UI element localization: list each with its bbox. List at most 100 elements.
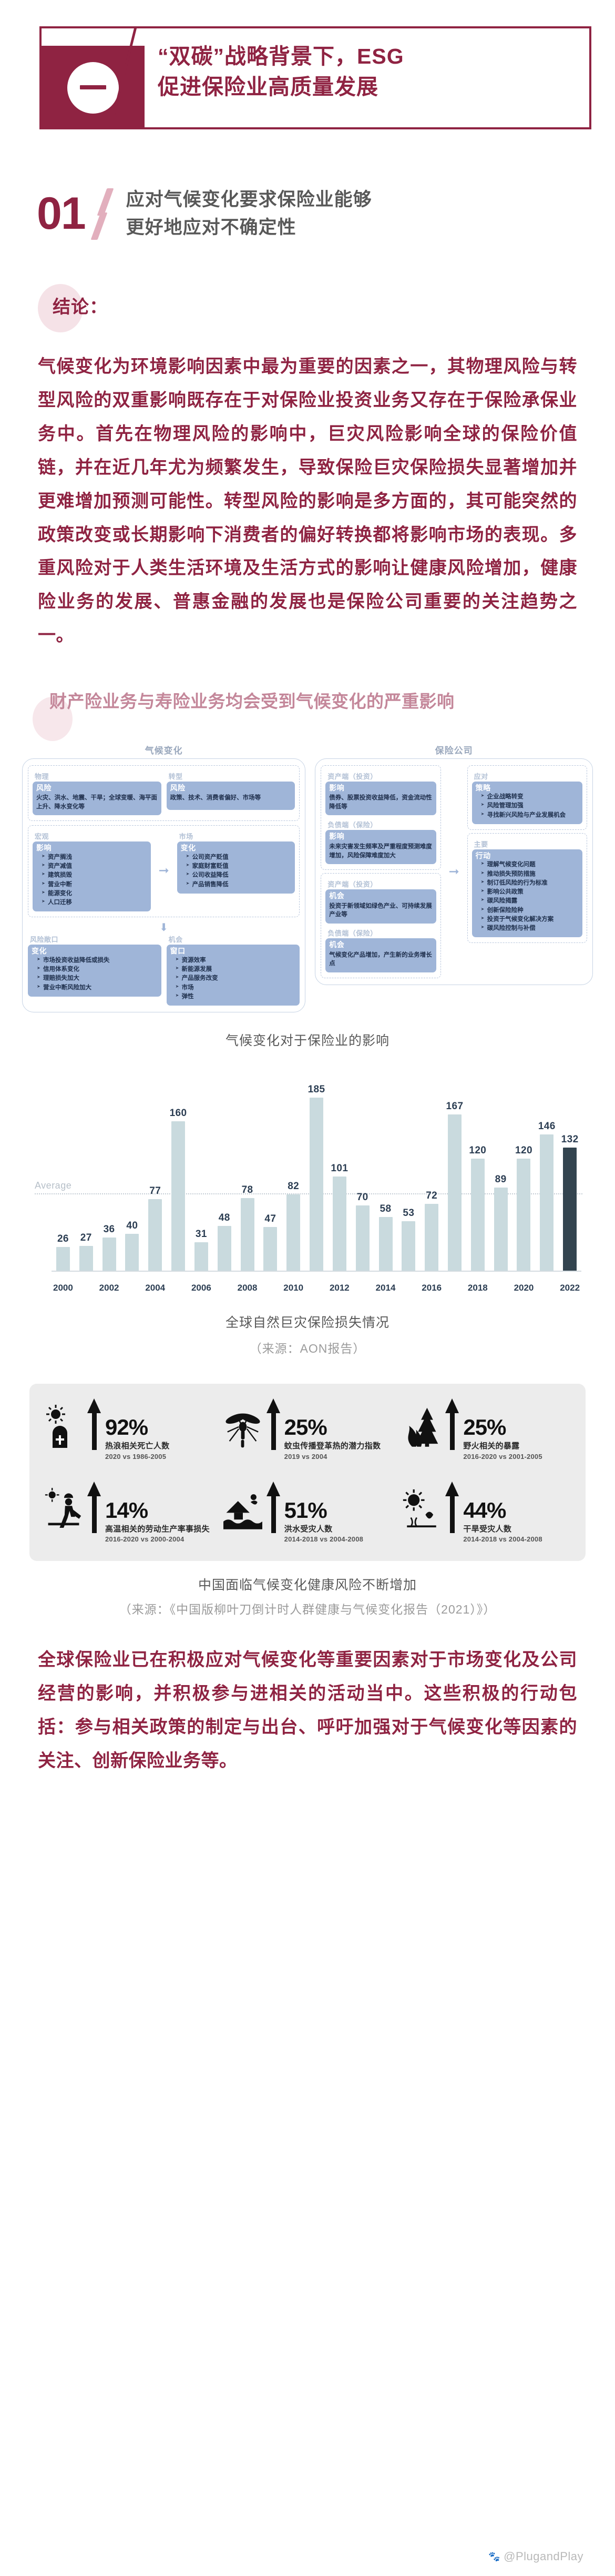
list-item: 弹性 — [176, 992, 296, 1001]
cell-box: 影响 资产搁浅 资产减值 建筑损毁 营业中断 能源变化 人口迁移 — [33, 841, 151, 912]
list-item: 能源变化 — [42, 889, 147, 898]
subheading-row: 财产险业务与寿险业务均会受到气候变化的严重影响 — [0, 687, 615, 742]
cell-box: 窗口 资源效率 新能源发展 产品服务改变 市场 弹性 — [166, 945, 300, 1006]
chart-x-tick: . — [120, 1283, 144, 1293]
diagram-macro-group: 宏观 影响 资产搁浅 资产减值 建筑损毁 营业中断 能源变化 — [28, 825, 300, 918]
chart-bar-column: 70 — [351, 1073, 374, 1272]
chart-bar — [470, 1159, 485, 1272]
chart-x-tick: 2022 — [560, 1283, 580, 1293]
chart-bar-column: 78 — [236, 1073, 259, 1272]
chart-x-tick: . — [167, 1283, 190, 1293]
cell-box: 影响 债券、股票投资收益降低，资金流动性降低等 — [325, 781, 436, 816]
chart-bar-value: 120 — [515, 1145, 532, 1157]
list-item: 资产搁浅 — [42, 853, 147, 862]
arrow-up-icon — [445, 1481, 459, 1533]
chart-bar — [355, 1205, 370, 1272]
chart-bar-value: 78 — [241, 1184, 253, 1196]
double-slash-icon — [88, 185, 119, 242]
infographic-caption: 中国面临气候变化健康风险不断增加 — [198, 1578, 417, 1593]
diagram-climate-column: 气候变化 物理 风险 火灾、洪水、地震、干旱；全球变暖、海平面上升、降水变化等 — [22, 743, 306, 1013]
arrow-up-icon — [266, 1398, 280, 1451]
cell-title: 变化 — [180, 844, 196, 853]
chart-bar — [494, 1188, 508, 1272]
cell-label: 负债端（保险） — [327, 929, 377, 938]
diagram-cell-macro-impact: 宏观 影响 资产搁浅 资产减值 建筑损毁 营业中断 能源变化 — [33, 830, 151, 912]
cell-title: 影响 — [329, 783, 345, 792]
page-title-line1: “双碳”战略背景下，ESG — [158, 44, 404, 68]
chart-bar-column: 48 — [213, 1073, 236, 1272]
chart-bar-value: 27 — [80, 1232, 92, 1244]
chart-x-tick: 2000 — [53, 1283, 73, 1293]
diagram-risk-group: 物理 风险 火灾、洪水、地震、干旱；全球变暖、海平面上升、降水变化等 转型 风险 — [28, 765, 300, 822]
chart-bar-value: 70 — [356, 1192, 368, 1203]
list-item: 理解气候变化问题 — [481, 860, 579, 869]
cell-box: 机会 气候变化产品增加，产生新的业务增长点 — [325, 938, 436, 972]
list-item: 影响公共政策 — [481, 888, 579, 897]
cell-label: 宏观 — [35, 833, 49, 841]
chart-bar — [563, 1148, 577, 1272]
conclusion-blob-decoration — [38, 284, 83, 332]
mosquito-icon — [223, 1398, 262, 1448]
chart-bar-value: 120 — [469, 1145, 487, 1157]
diagram-cell-liability-impact: 负债端（保险） 影响 未来灾害发生频率及严重程度预测难度增加，风险保障难度加大 — [325, 818, 436, 865]
chart-bar-column: 120 — [512, 1073, 536, 1272]
chart-x-tick: . — [443, 1283, 466, 1293]
chart-bar — [310, 1098, 324, 1272]
infographic-years: 2016-2020 vs 2001-2005 — [463, 1452, 542, 1461]
chart-bar-value: 53 — [403, 1208, 415, 1219]
list-item: 市场 — [176, 983, 296, 992]
cell-label: 资产端（投资） — [327, 880, 377, 889]
insurer-opportunity-group: 资产端（投资） 机会 投资于新领域如绿色产业、可持续发展产业等 负债端（保险） — [321, 873, 441, 978]
chart-bar-column: 31 — [190, 1073, 213, 1272]
arrow-up-icon — [87, 1481, 101, 1533]
chart-bar-value: 167 — [446, 1101, 464, 1112]
diagram-insurer-column: 保险公司 资产端（投资） 影响 债券、股票投资收益降低，资金流动性降低等 — [315, 743, 593, 1013]
cell-title: 窗口 — [170, 947, 186, 956]
list-item: 资源效率 — [176, 956, 296, 965]
chart-x-tick: 2008 — [237, 1283, 258, 1293]
watermark-text: @PlugandPlay — [504, 2550, 583, 2563]
list-item: 信用体系变化 — [37, 965, 158, 974]
diagram-cell-market-change: 市场 变化 公司资产贬值 家庭财富贬值 公司收益降低 产品销售降低 — [177, 830, 295, 911]
chart-bar-column: 167 — [443, 1073, 466, 1272]
list-item: 制订低风险的行为标准 — [481, 879, 579, 888]
chart-x-tick: 2020 — [514, 1283, 534, 1293]
chart-x-tick: 2018 — [467, 1283, 488, 1293]
diagram-caption: 气候变化对于保险业的影响 — [225, 1033, 390, 1049]
chart-bar — [286, 1194, 301, 1272]
infographic-percentage: 92% — [105, 1415, 148, 1440]
diagram-cell-asset-opportunity: 资产端（投资） 机会 投资于新领域如绿色产业、可持续发展产业等 — [325, 878, 436, 924]
chart-bar-value: 36 — [103, 1224, 115, 1235]
cell-body: 政策、技术、消费者偏好、市场等 — [170, 795, 261, 802]
diagram-insurer-responses: 应对 策略 企业战略转变 风险管理加强 寻找新兴风险与产业发展机会 — [467, 765, 587, 978]
insurer-impact-group: 资产端（投资） 影响 债券、股票投资收益降低，资金流动性降低等 负债端（保险） — [321, 765, 441, 870]
cell-box: 风险 政策、技术、消费者偏好、市场等 — [166, 781, 295, 810]
cell-label: 风险敞口 — [30, 936, 59, 944]
chart-x-axis — [52, 1271, 581, 1272]
cell-body: 债券、股票投资收益降低，资金流动性降低等 — [329, 795, 432, 810]
chart-x-tick: 2002 — [99, 1283, 119, 1293]
chart-bar-value: 26 — [57, 1233, 69, 1245]
chart-bar — [240, 1198, 254, 1272]
cell-label: 机会 — [168, 936, 183, 944]
cell-box: 机会 投资于新领域如绿色产业、可持续发展产业等 — [325, 889, 436, 924]
section-title: 应对气候变化要求保险业能够 更好地应对不确定性 — [126, 186, 372, 241]
chart-x-tick: 2012 — [329, 1283, 350, 1293]
diagram-insurer-impacts: 资产端（投资） 影响 债券、股票投资收益降低，资金流动性降低等 负债端（保险） — [321, 765, 441, 978]
chart-bar-column: 146 — [535, 1073, 558, 1272]
watermark: 🐾 @PlugandPlay — [488, 2550, 583, 2563]
cell-label: 负债端（保险） — [327, 821, 377, 829]
chart-bar — [148, 1199, 162, 1272]
infographic-label: 热浪相关死亡人数 — [105, 1442, 170, 1451]
chart-bar-column: 72 — [420, 1073, 443, 1272]
flood-icon — [223, 1482, 262, 1531]
chart-bar-value: 101 — [331, 1163, 348, 1174]
